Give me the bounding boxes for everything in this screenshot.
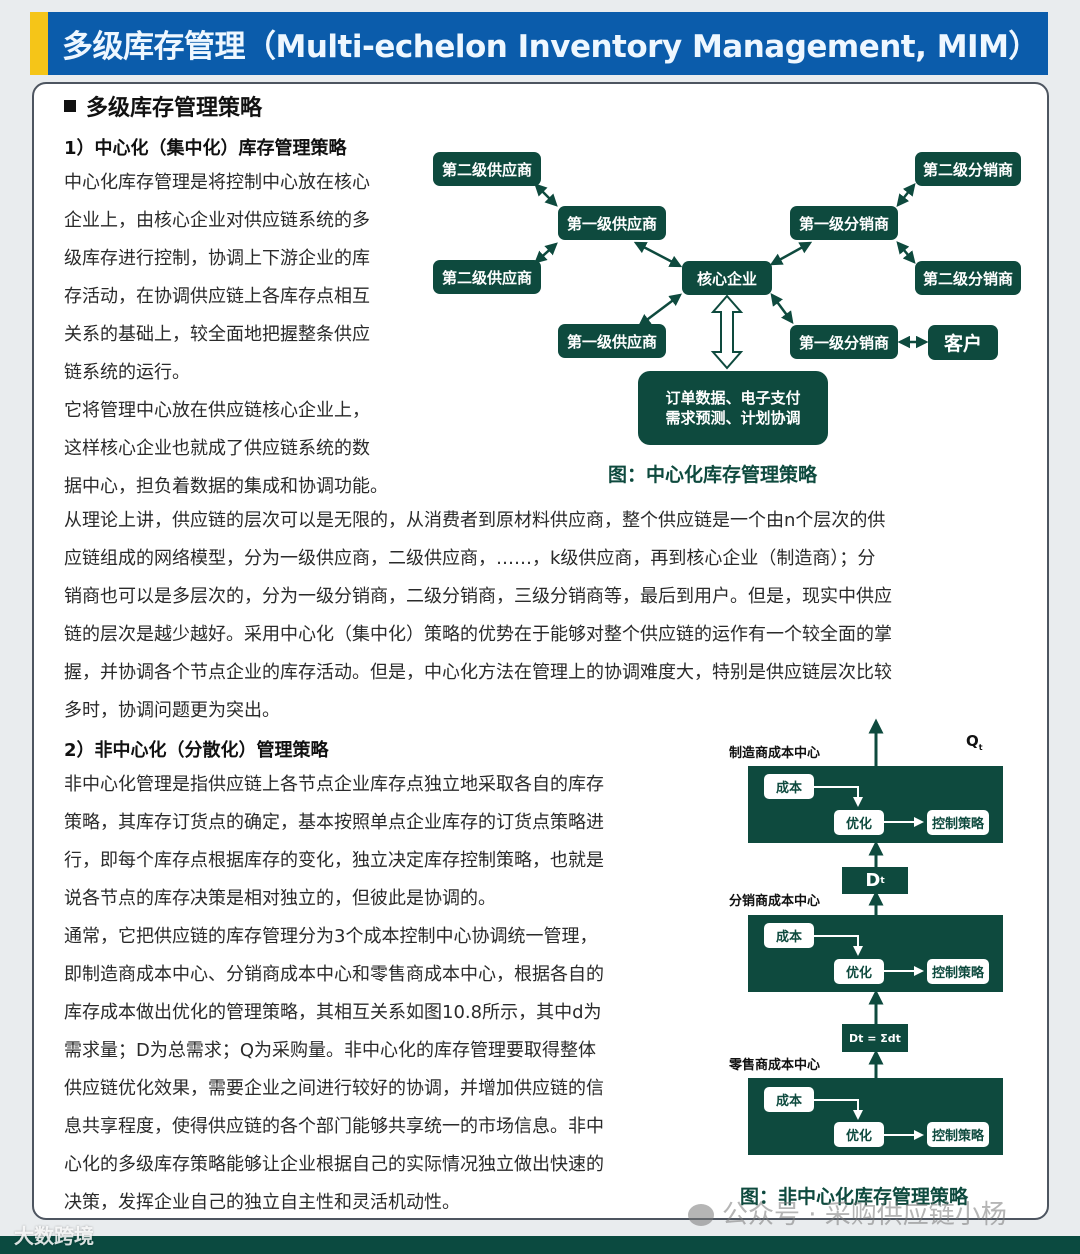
- part1-heading: 1）中心化（集中化）库存管理策略: [64, 138, 347, 159]
- strategy-box-manufacturer: 控制策略: [927, 810, 989, 835]
- footer-bar: [0, 1236, 1080, 1254]
- q-label: Qt: [966, 732, 983, 752]
- node-first-tier-distributor-bottom: 第一级分销商: [790, 325, 898, 359]
- manufacturer-cost-center-label: 制造商成本中心: [729, 746, 821, 761]
- node-second-tier-supplier-top: 第二级供应商: [433, 152, 541, 186]
- node-first-tier-distributor-top: 第一级分销商: [790, 206, 898, 240]
- part2-paragraph: 非中心化管理是指供应链上各节点企业库存点独立地采取各自的库存 策略，其库存订货点…: [64, 774, 604, 1213]
- node-first-tier-supplier-bottom: 第一级供应商: [558, 324, 666, 358]
- watermark-left: 大数跨境: [14, 1224, 94, 1248]
- optimize-box-manufacturer: 优化: [834, 810, 884, 835]
- node-first-tier-supplier-top: 第一级供应商: [558, 206, 666, 240]
- cost-box-manufacturer: 成本: [764, 774, 814, 799]
- optimize-box-distributor: 优化: [834, 959, 884, 984]
- strategy-box-retailer: 控制策略: [927, 1122, 989, 1147]
- figure1-caption: 图：中心化库存管理策略: [608, 464, 818, 486]
- node-second-tier-distributor-bottom: 第二级分销商: [915, 261, 1021, 295]
- node-core-enterprise: 核心企业: [682, 261, 772, 295]
- node-customer: 客户: [928, 325, 998, 360]
- figure2-caption: 图：非中心化库存管理策略: [740, 1186, 969, 1208]
- part1-paragraph: 中心化库存管理是将控制中心放在核心 企业上，由核心企业对供应链系统的多 级库存进…: [64, 172, 388, 497]
- retailer-cost-center-label: 零售商成本中心: [729, 1058, 821, 1073]
- section-title: 多级库存管理策略: [64, 90, 262, 122]
- node-second-tier-distributor-top: 第二级分销商: [915, 152, 1021, 186]
- cost-box-retailer: 成本: [764, 1087, 814, 1112]
- part2-heading: 2）非中心化（分散化）管理策略: [64, 740, 329, 761]
- node-second-tier-supplier-bottom: 第二级供应商: [433, 260, 541, 294]
- watermark-right: 公众号 · 采购供应链小杨: [688, 1194, 1007, 1231]
- strategy-box-distributor: 控制策略: [927, 959, 989, 984]
- square-bullet-icon: [64, 100, 76, 112]
- distributor-cost-center-label: 分销商成本中心: [729, 894, 821, 909]
- title-bar: 多级库存管理（Multi-echelon Inventory Managemen…: [30, 12, 1048, 75]
- wechat-icon: [688, 1204, 714, 1226]
- demand-sum-box: Dt = Σdt: [842, 1024, 908, 1052]
- cost-box-distributor: 成本: [764, 923, 814, 948]
- optimize-box-retailer: 优化: [834, 1122, 884, 1147]
- part1-paragraph-theory: 从理论上讲，供应链的层次可以是无限的，从消费者到原材料供应商，整个供应链是一个由…: [64, 510, 892, 721]
- node-info-hub: 订单数据、电子支付 需求预测、计划协调: [638, 371, 828, 445]
- page-title: 多级库存管理（Multi-echelon Inventory Managemen…: [62, 29, 1039, 65]
